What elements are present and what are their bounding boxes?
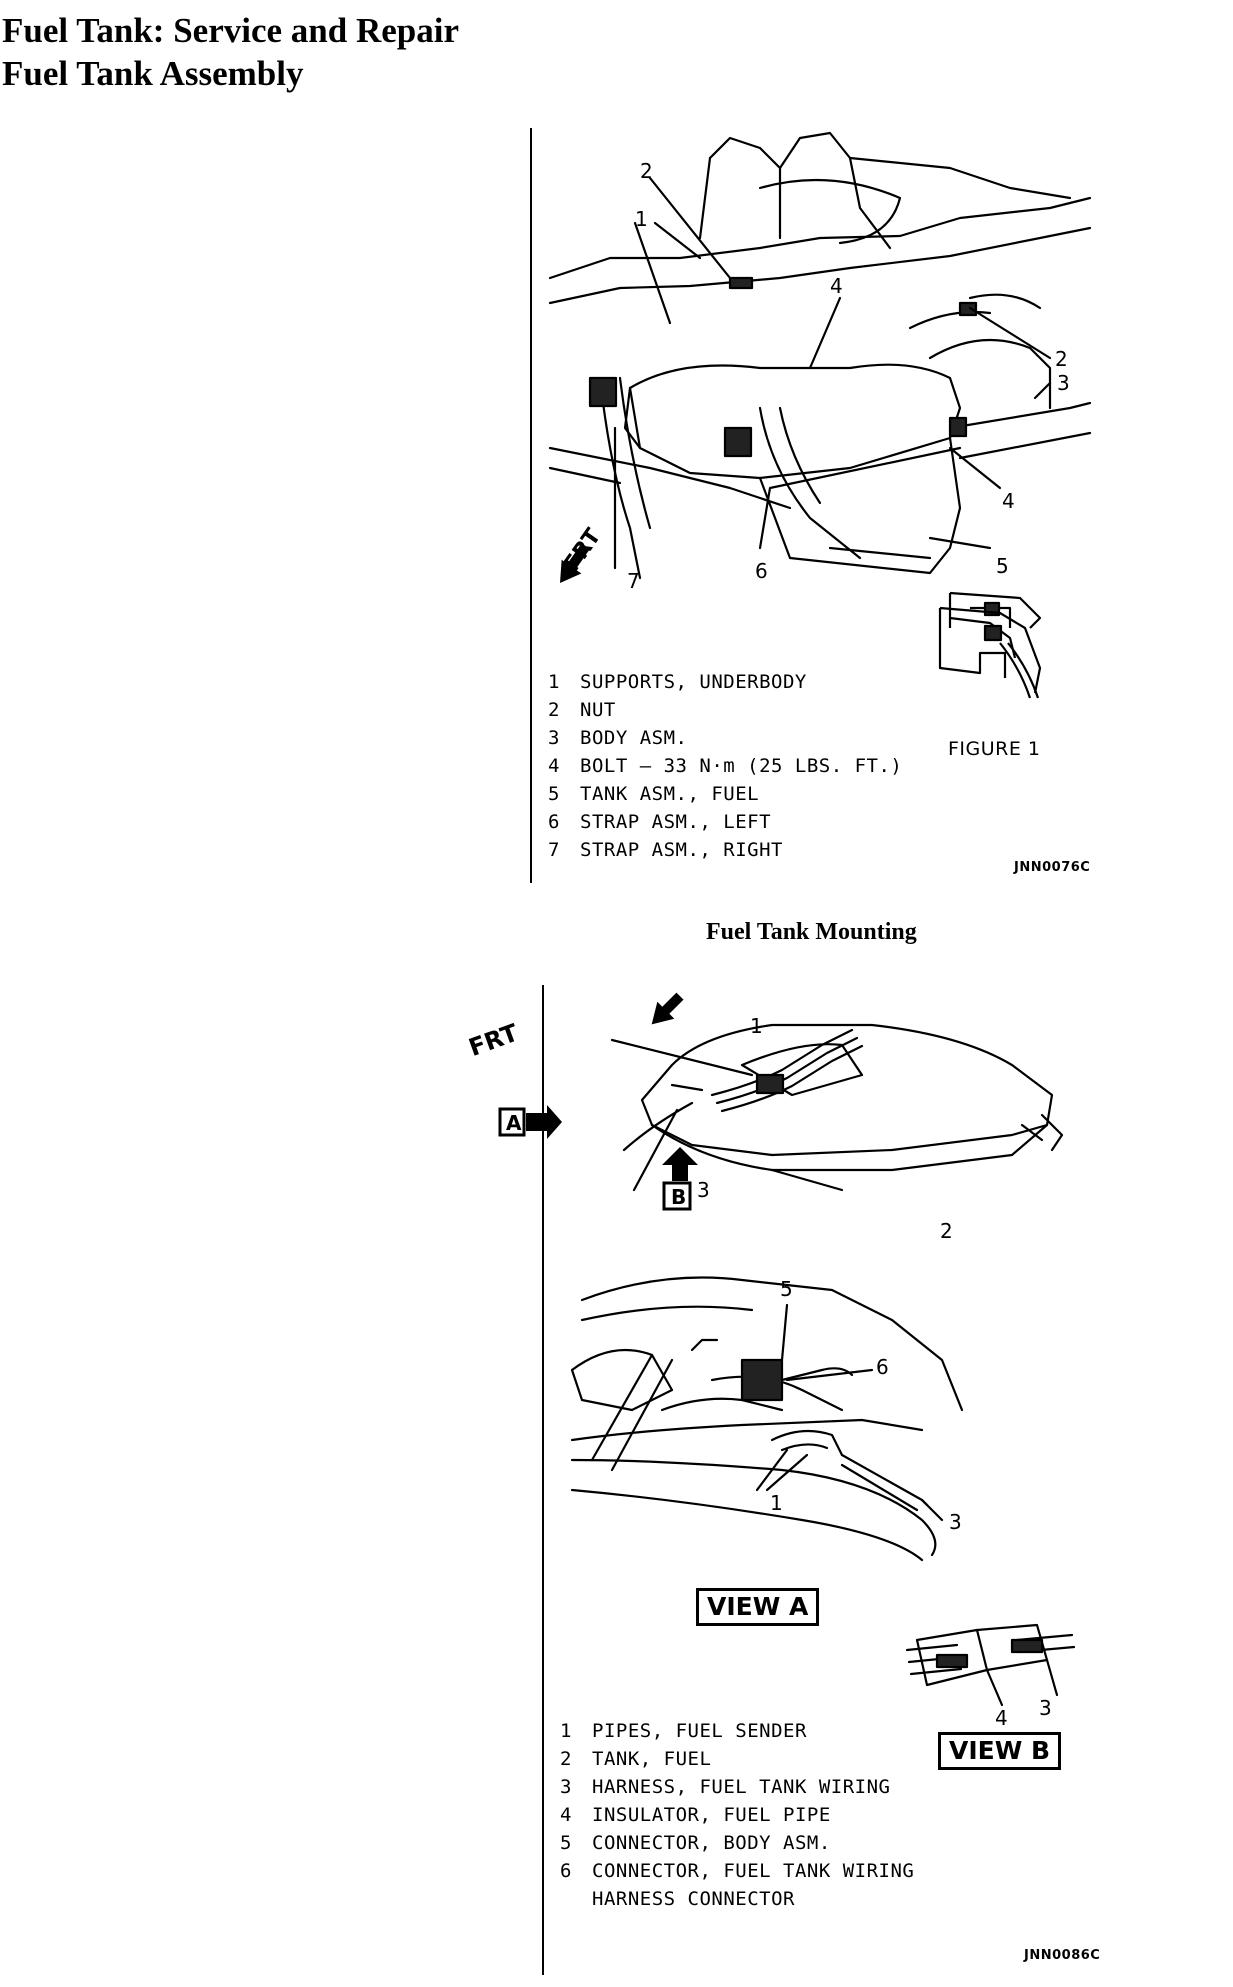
- callout-7: 7: [627, 569, 640, 593]
- callout-3: 3: [697, 1178, 710, 1202]
- fuel-tank-view-illustration: FRT A B 1 3 2: [465, 992, 1064, 1243]
- callout-2: 2: [940, 1219, 953, 1243]
- view-b-marker: [662, 1181, 692, 1211]
- callout-4: 4: [995, 1706, 1008, 1730]
- figure-code: JNN0076C: [1014, 860, 1091, 875]
- callout-4: 4: [1002, 489, 1015, 513]
- callout-3: 3: [1039, 1696, 1052, 1720]
- front-direction-label: FRT: [465, 1018, 522, 1062]
- callout-5: 5: [780, 1277, 793, 1301]
- figure-border-line: [542, 985, 544, 1975]
- callout-6: 6: [876, 1355, 889, 1379]
- view-a-label: VIEW A: [696, 1588, 820, 1626]
- view-a-marker: [498, 1107, 526, 1137]
- view-a-illustration: 5 6 1 3: [570, 1276, 964, 1562]
- fuel-tank-mounting-illustration: 1 2 4 2 3 4 5 6 7 FRT: [548, 131, 1092, 629]
- callout-5: 5: [996, 554, 1009, 578]
- fuel-tank-mounting-figure: 1 2 4 2 3 4 5 6 7 FRT: [530, 128, 1092, 888]
- callout-6: 6: [755, 559, 768, 583]
- callout-1: 1: [770, 1491, 783, 1515]
- figure-border-line: [530, 128, 532, 883]
- page-subtitle: Fuel Tank Assembly: [2, 54, 304, 93]
- legend-item: HARNESS CONNECTOR: [592, 1888, 795, 1910]
- callout-3: 3: [1057, 371, 1070, 395]
- view-b-label: VIEW B: [938, 1732, 1062, 1770]
- view-b-marker-label: B: [671, 1185, 686, 1209]
- fuel-tank-wiring-figure: FRT A B 1 3 2: [465, 985, 1102, 1975]
- callout-1: 1: [750, 1014, 763, 1038]
- callout-1: 1: [635, 207, 648, 231]
- figure-1-detail-sketch: [938, 606, 1042, 699]
- figure-caption: Fuel Tank Mounting: [706, 919, 917, 945]
- callout-2: 2: [640, 159, 653, 183]
- callout-3: 3: [949, 1510, 962, 1534]
- view-a-marker-label: A: [506, 1111, 522, 1135]
- figure-1-label: FIGURE 1: [948, 738, 1041, 760]
- page-title: Fuel Tank: Service and Repair: [2, 11, 459, 50]
- view-b-illustration: 4 3: [905, 1623, 1076, 1730]
- callout-4: 4: [830, 274, 843, 298]
- callout-2: 2: [1055, 347, 1068, 371]
- figure-code: JNN0086C: [1024, 1948, 1101, 1963]
